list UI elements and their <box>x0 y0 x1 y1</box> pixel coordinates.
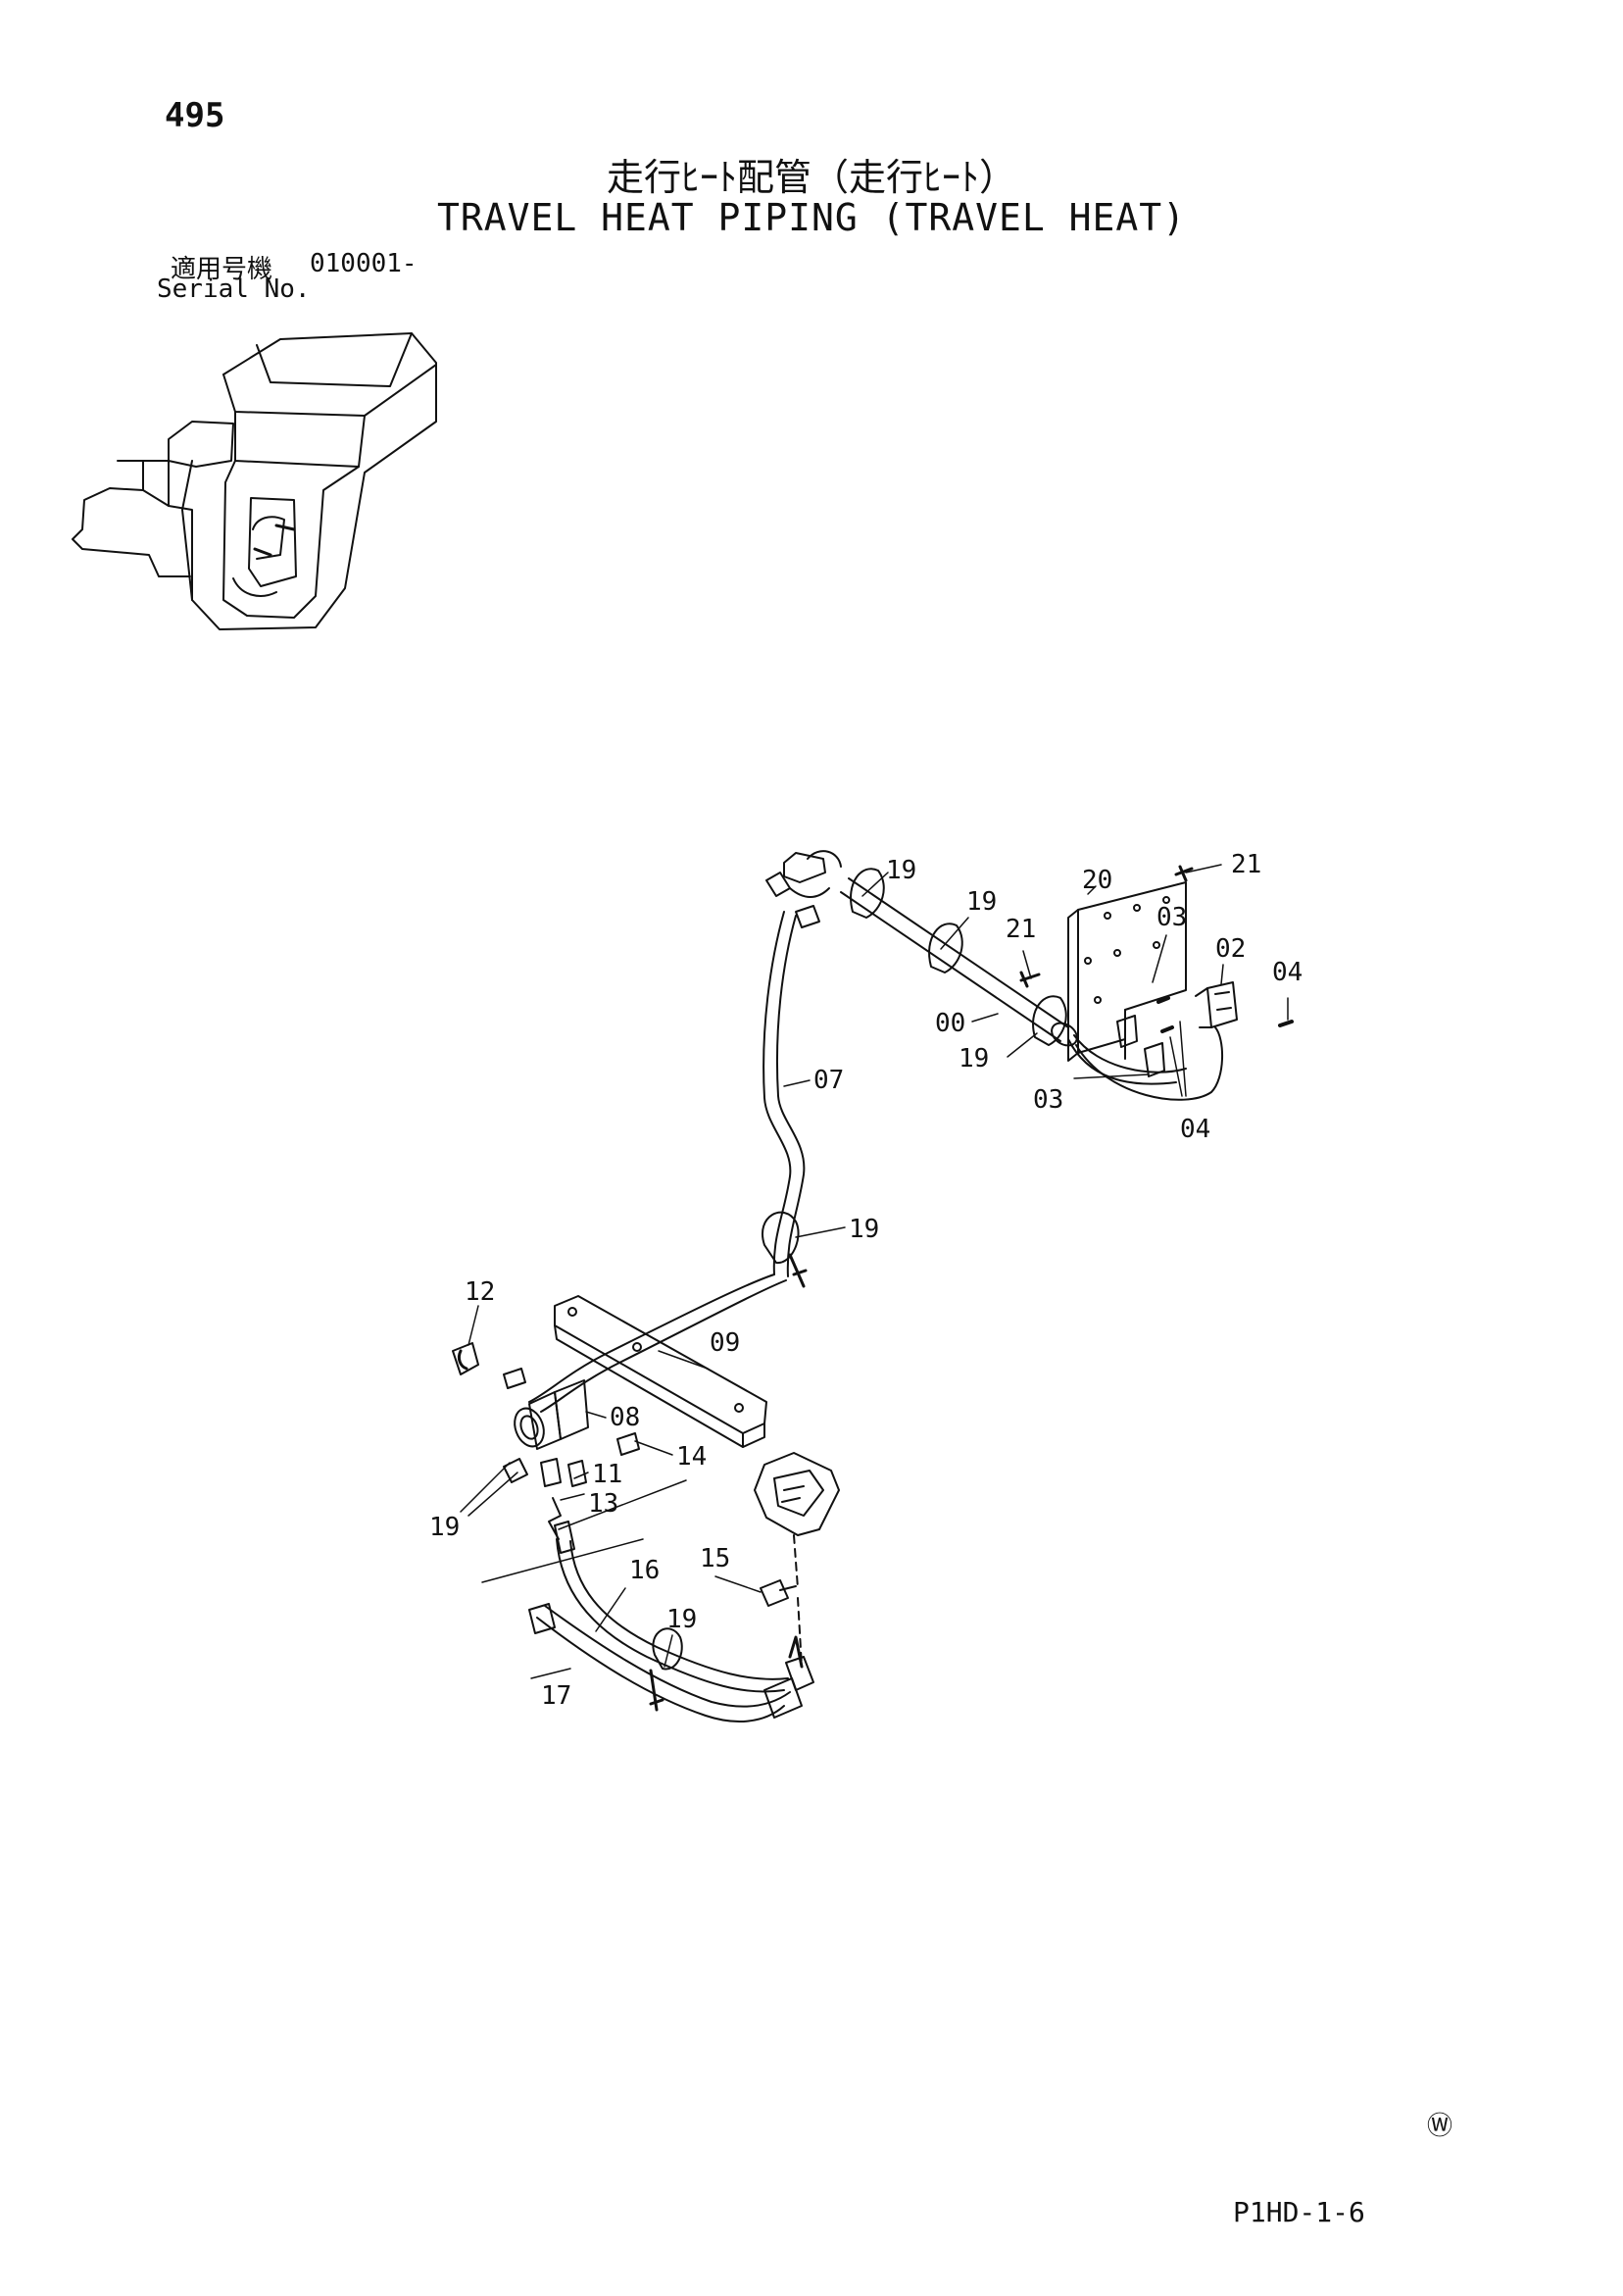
part-label: 20 <box>1082 866 1112 895</box>
hose-07 <box>528 911 808 1413</box>
part-label: 14 <box>676 1442 707 1472</box>
part-label: 00 <box>935 1009 965 1038</box>
excavator-locator-sketch <box>72 332 437 630</box>
part-label: 19 <box>429 1513 460 1542</box>
connector-cluster <box>765 850 842 928</box>
part-label: 08 <box>610 1403 640 1432</box>
part-label: 13 <box>588 1489 618 1519</box>
part-label: 09 <box>710 1328 740 1358</box>
part-label: 15 <box>700 1544 730 1573</box>
serial-label-japanese: 適用号機 <box>171 255 273 284</box>
part-label: 16 <box>629 1556 660 1585</box>
part-labels: 19 19 20 21 21 03 02 04 00 19 03 04 07 1… <box>429 850 1303 1711</box>
bracket-09 <box>554 1295 767 1448</box>
title-japanese: 走行ﾋｰﾄ配管（走行ﾋｰﾄ） <box>606 156 1016 199</box>
hoses-16-17 <box>528 1521 814 1722</box>
part-label: 19 <box>849 1215 879 1244</box>
part-label: 04 <box>1180 1115 1210 1144</box>
part-label: 02 <box>1215 934 1246 964</box>
part-label: 11 <box>592 1460 622 1489</box>
part-label: 21 <box>1006 915 1036 944</box>
part-label: 07 <box>813 1066 844 1095</box>
part-label: 17 <box>541 1681 571 1711</box>
part-label: 03 <box>1033 1085 1063 1115</box>
w-mark-icon: Ⓦ <box>1427 2112 1453 2141</box>
part-label: 19 <box>966 887 997 917</box>
leader-lines <box>460 864 1289 1679</box>
serial-value: 010001- <box>310 249 418 278</box>
part-label: 19 <box>666 1605 697 1634</box>
part-label: 19 <box>959 1044 989 1073</box>
serial-label-english: Serial No. <box>157 275 311 304</box>
part-label: 04 <box>1272 958 1303 987</box>
part-label: 19 <box>886 856 916 885</box>
heater-pipe-assembly <box>840 865 1294 1101</box>
page-number: 495 <box>165 96 225 135</box>
part-label: 21 <box>1231 850 1261 879</box>
part-label: 12 <box>465 1277 495 1307</box>
diagram-code: P1HD-1-6 <box>1233 2196 1365 2228</box>
valve-block-08 <box>452 1342 640 1540</box>
part-label: 03 <box>1156 903 1187 932</box>
travel-valve <box>754 1452 840 1668</box>
title-english: TRAVEL HEAT PIPING (TRAVEL HEAT) <box>436 196 1187 239</box>
